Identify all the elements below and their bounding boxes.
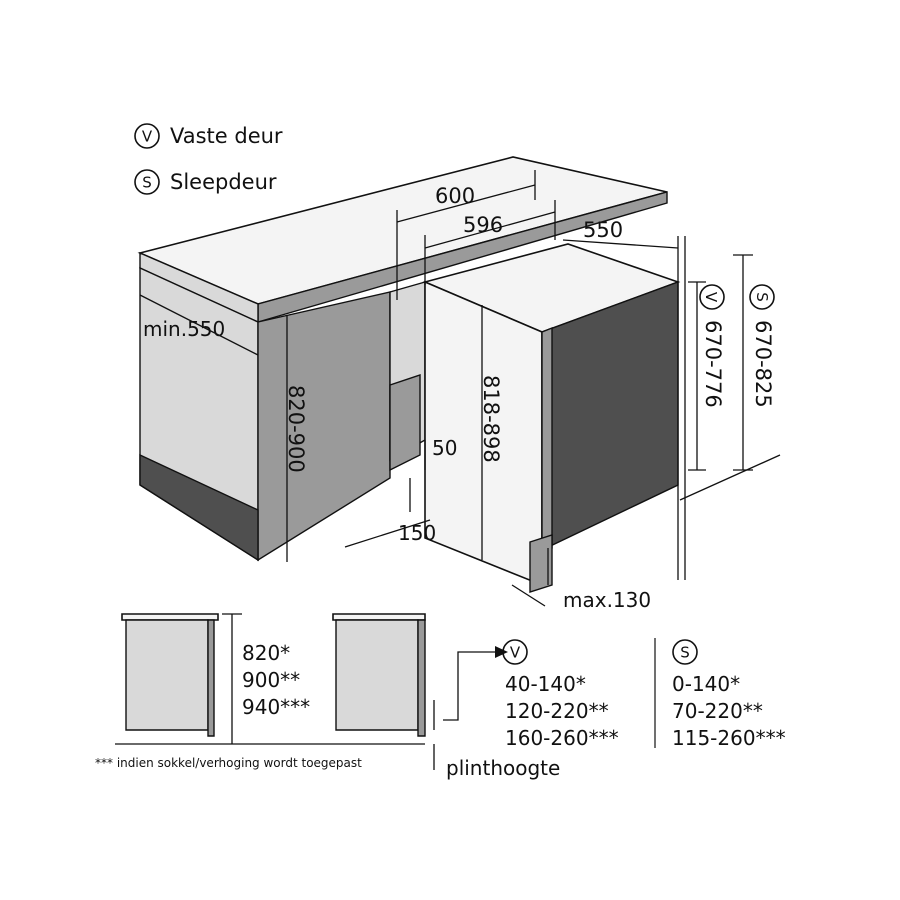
footnote: *** indien sokkel/verhoging wordt toegep… — [95, 756, 362, 770]
plinth-height-label: plinthoogte — [446, 756, 560, 780]
height-row-2: 900** — [242, 668, 300, 692]
plinth-columns: V 40-140* 120-220** 160-260*** S 0-140* … — [502, 638, 786, 750]
width-596-label: 596 — [463, 213, 503, 237]
col-v-row-3: 160-260*** — [505, 726, 619, 750]
sleepdeur-icon — [672, 639, 698, 665]
vaste-deur-label: Vaste deur — [170, 124, 283, 148]
vaste-deur-letter: V — [142, 128, 153, 146]
side-views — [115, 613, 508, 770]
sleepdeur-icon — [749, 284, 775, 310]
gap-50-label: 50 — [432, 436, 457, 460]
col-v-letter: V — [510, 644, 521, 662]
legend: V Vaste deur S Sleepdeur — [134, 123, 283, 195]
dimension-labels: 600 596 550 min.550 820-900 818-898 50 1… — [143, 184, 775, 612]
appliance-height-label: 818-898 — [479, 375, 503, 463]
vaste-deur-icon — [134, 123, 160, 149]
sleepdeur-label: Sleepdeur — [170, 170, 277, 194]
col-s-row-1: 0-140* — [672, 672, 740, 696]
col-s-row-2: 70-220** — [672, 699, 763, 723]
max-130-label: max.130 — [563, 588, 651, 612]
height-row-1: 820* — [242, 641, 290, 665]
range-v-letter: V — [702, 292, 720, 303]
depth-550-label: 550 — [583, 218, 623, 242]
range-v-label: 670-776 — [701, 320, 725, 408]
dimension-lines — [139, 170, 781, 607]
cabinet — [139, 266, 426, 562]
vaste-deur-icon — [502, 639, 528, 665]
width-600-label: 600 — [435, 184, 475, 208]
min-depth-label: min.550 — [143, 317, 225, 341]
height-row-3: 940*** — [242, 695, 310, 719]
cabinet-height-label: 820-900 — [284, 385, 308, 473]
height-table: 820* 900** 940*** *** indien sokkel/verh… — [95, 641, 560, 780]
col-s-row-3: 115-260*** — [672, 726, 786, 750]
col-s-letter: S — [680, 644, 690, 662]
plinth-150-label: 150 — [398, 521, 436, 545]
col-v-row-2: 120-220** — [505, 699, 609, 723]
sleepdeur-icon — [134, 169, 160, 195]
sleepdeur-letter: S — [142, 174, 152, 192]
col-v-row-1: 40-140* — [505, 672, 586, 696]
vaste-deur-icon — [699, 284, 725, 310]
dishwasher — [422, 243, 681, 593]
range-s-label: 670-825 — [751, 320, 775, 408]
range-s-letter: S — [753, 292, 771, 302]
